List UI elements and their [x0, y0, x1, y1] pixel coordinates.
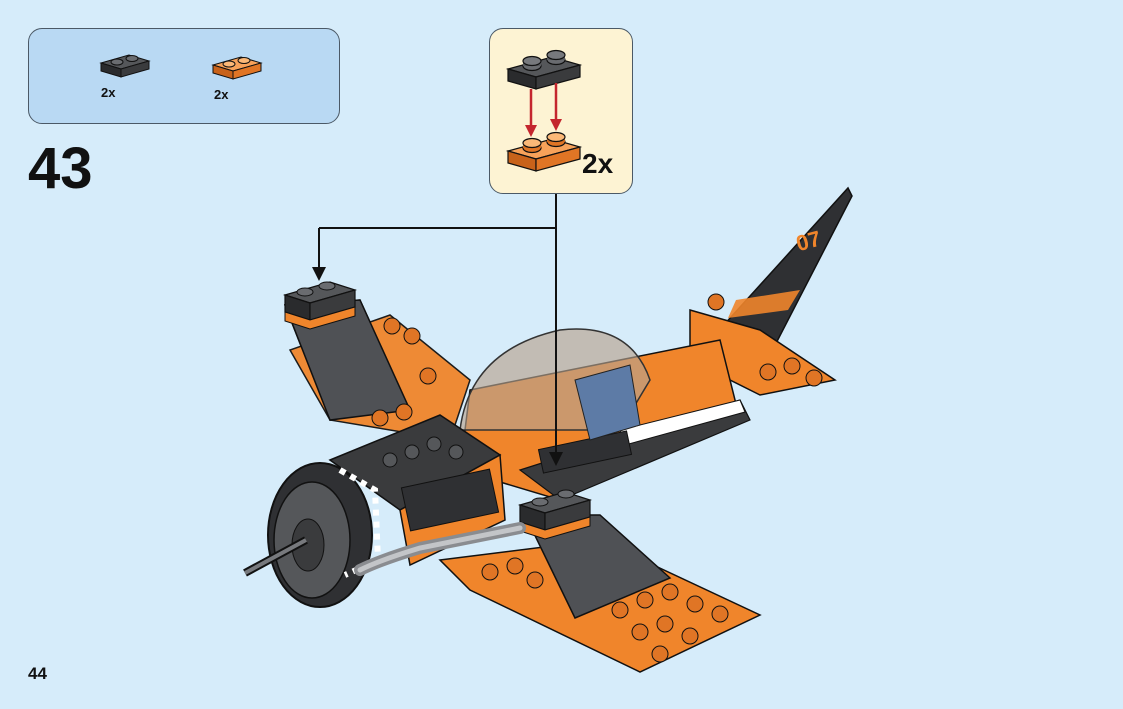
page-number: 44	[28, 664, 47, 684]
propeller-nose	[245, 463, 378, 607]
